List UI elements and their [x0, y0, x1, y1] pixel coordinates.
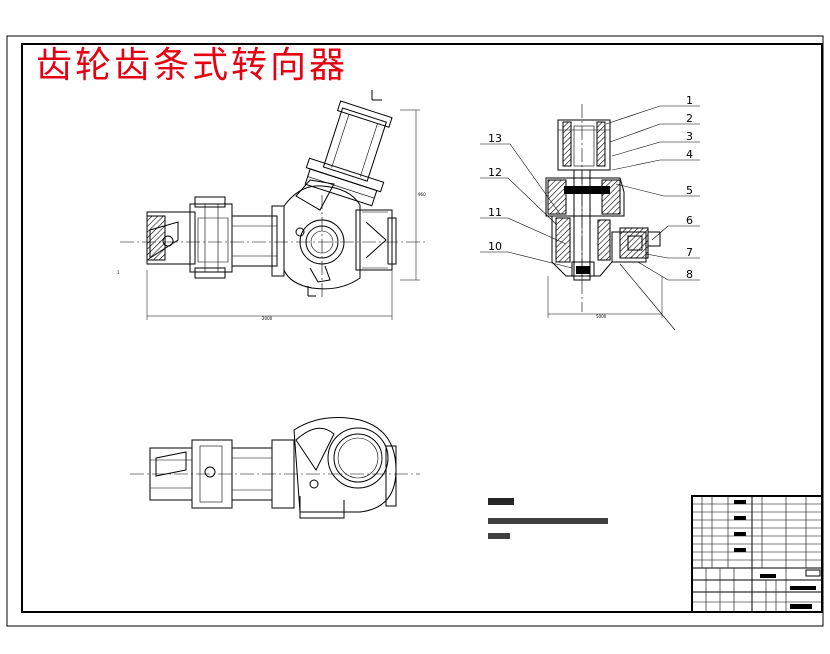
- svg-text:5000: 5000: [596, 314, 607, 319]
- part-number-3: 3: [686, 130, 693, 143]
- part-number-6: 6: [686, 214, 693, 227]
- front-view: 2000 960 1: [117, 90, 426, 321]
- part-number-13: 13: [488, 132, 502, 145]
- part-number-8: 8: [686, 268, 693, 281]
- title-block: [691, 495, 823, 613]
- part-number-4: 4: [686, 148, 693, 161]
- part-number-5: 5: [686, 184, 693, 197]
- part-number-7: 7: [686, 246, 693, 259]
- svg-text:1: 1: [117, 270, 120, 275]
- leader-lines: [480, 105, 700, 331]
- part-number-11: 11: [488, 206, 502, 219]
- part-number-12: 12: [488, 166, 502, 179]
- outer-border: [6, 35, 824, 627]
- part-number-1: 1: [686, 94, 693, 107]
- section-view: 5000: [545, 104, 663, 319]
- part-number-10: 10: [488, 240, 502, 253]
- svg-text:2000: 2000: [262, 316, 273, 321]
- svg-text:960: 960: [418, 192, 426, 197]
- part-number-2: 2: [686, 112, 693, 125]
- technical-notes: [488, 498, 608, 539]
- top-view: [130, 417, 420, 519]
- part-number-labels: 1 2 3 4 5 6 7 8 10 11 12 13: [488, 94, 693, 281]
- inner-frame: [21, 43, 823, 613]
- drawing-title: 齿轮齿条式转向器: [36, 45, 349, 86]
